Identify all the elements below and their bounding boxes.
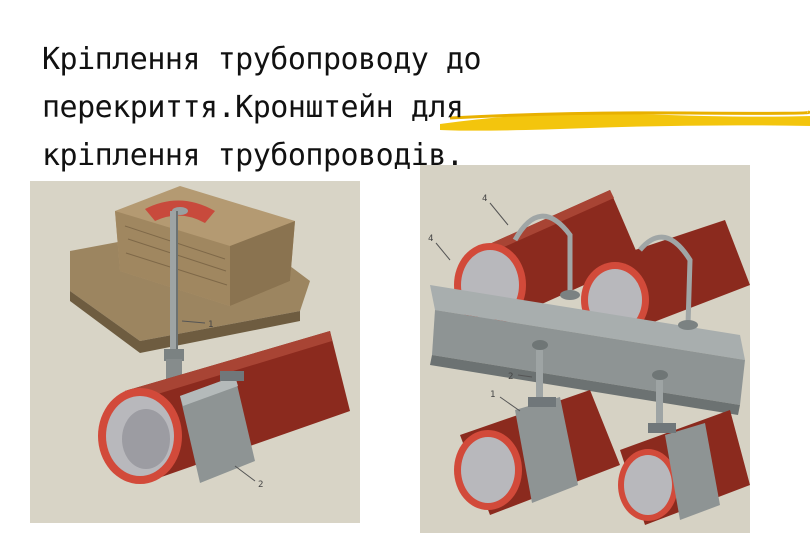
- pipe-ceiling-hanger-illustration: 1 2: [30, 181, 360, 523]
- figure-label: 1: [490, 390, 495, 400]
- figure-label: 1: [208, 320, 213, 330]
- figure-label: 4: [428, 234, 433, 244]
- figure-label: 2: [508, 372, 513, 382]
- figure-label: 2: [258, 480, 263, 490]
- title-line-2: перекриття.Кронштейн для: [42, 90, 464, 125]
- slide-title: Кріплення трубопроводу до перекриття.Кро…: [42, 36, 782, 180]
- title-line-3: кріплення трубопроводів.: [42, 138, 464, 173]
- title-line-1: Кріплення трубопроводу до: [42, 42, 482, 77]
- figure-label: 4: [482, 194, 487, 204]
- highlighter-stroke: [440, 110, 810, 131]
- pipe-bracket-illustration: 4 4 2 1: [420, 165, 750, 533]
